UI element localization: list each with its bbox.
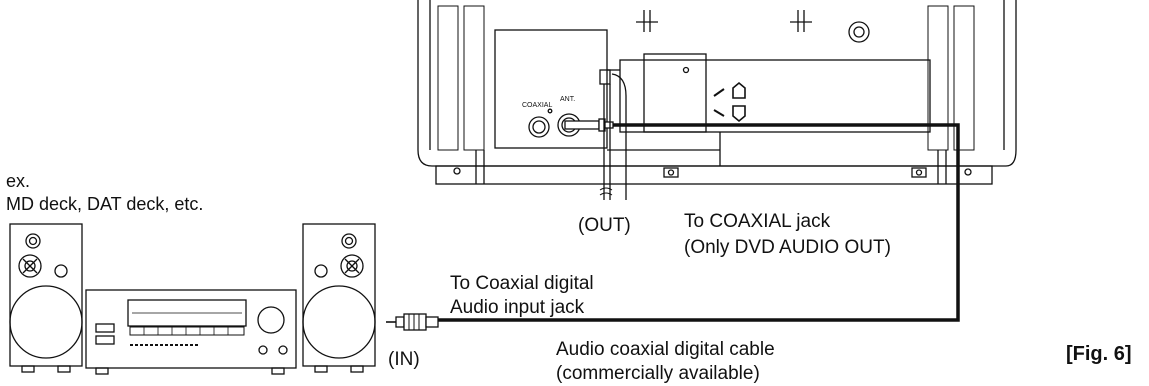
vent-left xyxy=(437,5,485,151)
vent-right xyxy=(927,5,975,151)
coaxial-out-jack xyxy=(528,108,553,138)
power-outlet-icon xyxy=(713,81,746,123)
top-posts xyxy=(636,10,812,32)
cable-line2: (commercially available) xyxy=(556,363,760,384)
coaxial-jack-line1: To COAXIAL jack xyxy=(684,211,831,232)
figure-label: [Fig. 6] xyxy=(1066,343,1132,365)
coaxial-plug-in xyxy=(386,313,439,331)
left-speaker xyxy=(9,223,83,373)
out-label: (OUT) xyxy=(578,215,631,236)
coaxial-jack-label: COAXIAL xyxy=(522,102,553,109)
antenna-jack-label: ANT. xyxy=(560,96,576,103)
amplifier xyxy=(85,289,297,375)
in-label: (IN) xyxy=(388,349,420,370)
cable-line1: Audio coaxial digital cable xyxy=(556,339,775,360)
tv-rear-panel xyxy=(417,0,1017,185)
right-speaker xyxy=(302,223,376,373)
input-jack-line1: To Coaxial digital xyxy=(450,273,594,294)
coaxial-digital-cable xyxy=(438,123,960,322)
example-devices: MD deck, DAT deck, etc. xyxy=(6,194,204,214)
example-prefix: ex. xyxy=(6,171,31,191)
input-jack-line2: Audio input jack xyxy=(450,297,585,318)
screw-icon xyxy=(848,21,870,43)
coaxial-jack-line2: (Only DVD AUDIO OUT) xyxy=(684,237,891,258)
antenna-cable xyxy=(599,69,627,200)
